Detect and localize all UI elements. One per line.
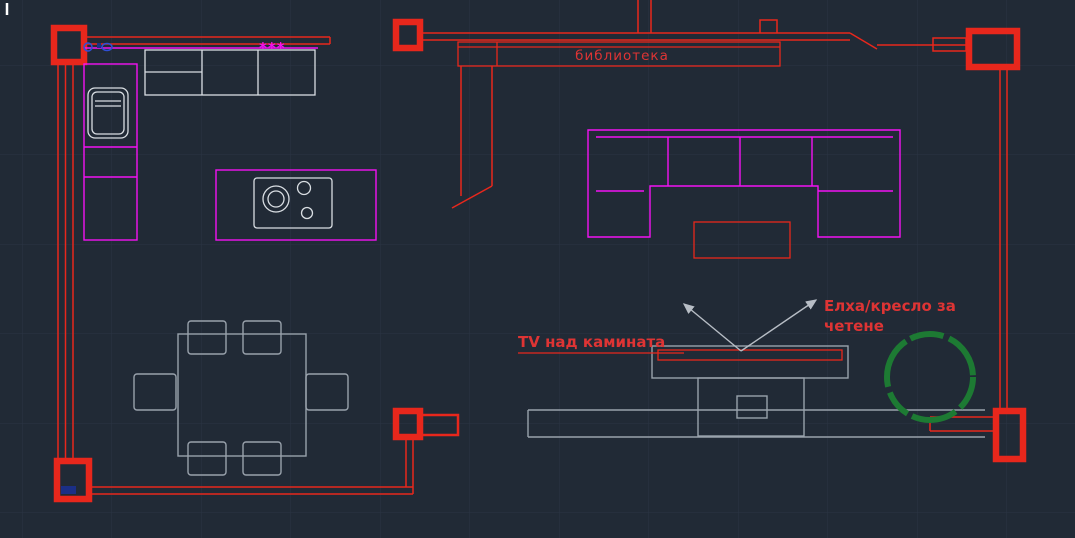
door-swing-line [451,185,493,209]
fridge-inner [91,91,125,135]
door-swing-line [849,32,878,50]
sink-markers[interactable] [83,42,113,52]
dining-chair [242,320,282,355]
annotation-arrow-left [682,303,742,352]
counter-outline [83,63,138,241]
bookshelf-outline [457,41,781,67]
wall-notch [759,19,778,33]
blue-fixture-dot [97,43,101,48]
bookshelf-label[interactable]: библиотека [575,48,669,64]
annotations[interactable]: TV над камината Елха/кресло за четене [518,297,956,354]
column-top-right [965,27,1021,71]
column-bottom-center [392,407,424,441]
tv-outline [657,349,843,361]
dining-chair [133,373,177,411]
dining-chair [242,441,282,476]
exterior-walls[interactable] [57,0,1008,495]
fireplace-base [697,377,805,437]
fridge[interactable] [87,87,129,139]
blue-fixture-marker [101,42,113,52]
tv-note-label[interactable]: TV над камината [518,333,665,351]
dining-set[interactable] [133,320,349,476]
tree-note-label-line1[interactable]: Елха/кресло за [824,297,956,315]
sectional-sofa[interactable] [587,129,901,238]
interior-wall-stub[interactable] [451,66,493,209]
kitchen-island[interactable] [215,169,377,241]
structural-columns[interactable] [50,18,1027,503]
dining-chair [187,441,227,476]
cooktop-marks[interactable]: *** [259,39,286,57]
burner-circle [300,206,314,220]
kitchen-cabinets[interactable]: *** [144,39,316,96]
coffee-table[interactable] [693,221,791,259]
fireplace-unit[interactable] [527,345,985,438]
blue-fixture-marker [83,42,93,52]
dining-chair [305,373,349,411]
sofa-outline [587,129,901,238]
column-bottom-left [53,457,93,503]
cooktop-panel [253,177,333,229]
column-right-bottom [992,407,1027,463]
burner-circle [296,180,312,196]
annotation-arrows[interactable] [682,299,818,352]
firebox [736,395,768,419]
column-detail-blue [61,486,76,494]
christmas-tree-circle[interactable] [884,331,976,423]
bookshelf[interactable]: библиотека [457,41,781,67]
island-outline [215,169,377,241]
burner-circle [267,190,285,208]
annotation-arrow-right [740,299,818,352]
kitchen-counter[interactable] [83,47,318,241]
burner-circle [262,185,290,213]
tree-note-label-line2[interactable]: четене [824,317,884,335]
column-top-center [392,18,424,52]
dining-chair [187,320,227,355]
fridge-outline [87,87,129,139]
